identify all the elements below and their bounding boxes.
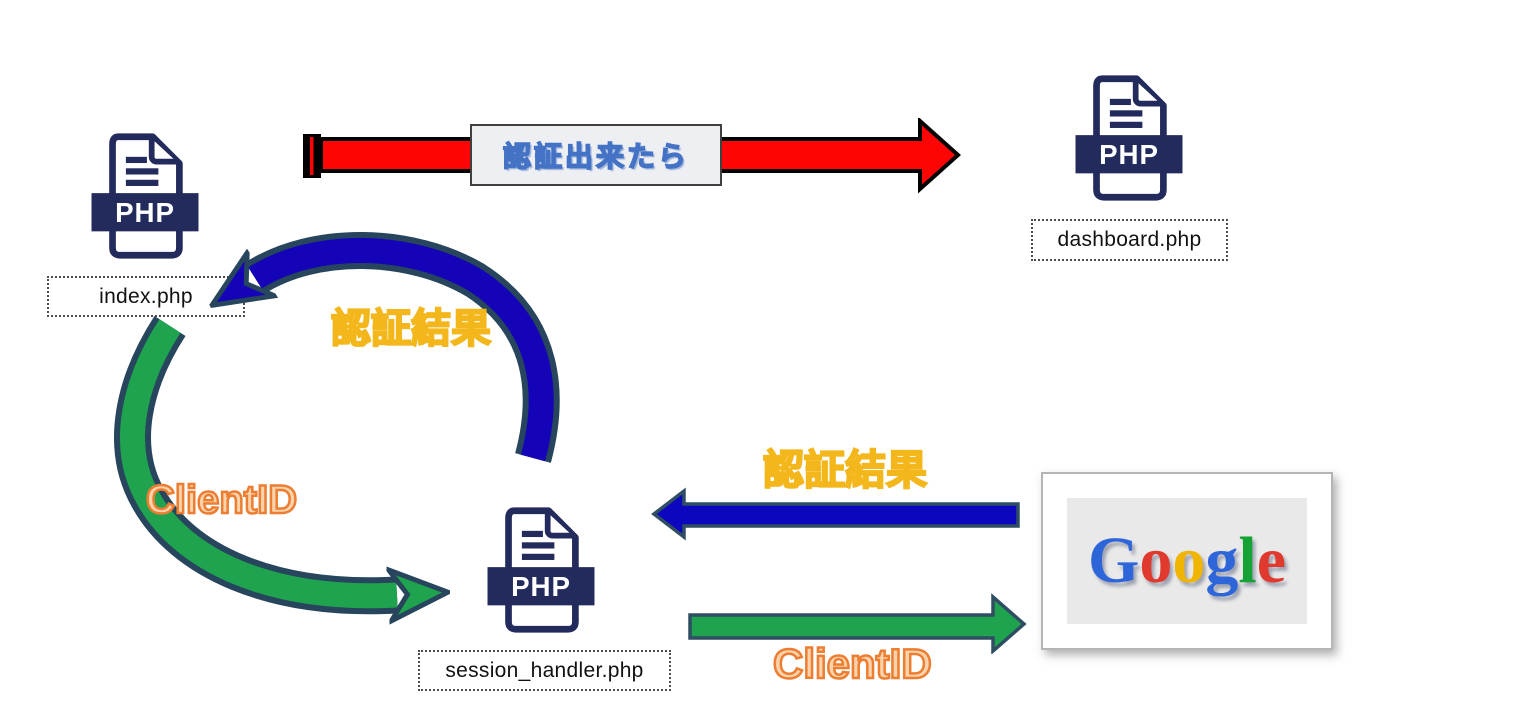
google-letter: o [1139, 524, 1173, 597]
php-file-icon-index: PHP [90, 132, 200, 260]
curved-arrow-auth-result [255, 232, 560, 463]
label-auth-result-internal: 認証結果 [330, 306, 492, 352]
google-letter: l [1238, 524, 1257, 597]
php-icon-text: PHP [115, 197, 175, 228]
google-node: Google [1041, 472, 1333, 650]
label-client-id-internal: ClientID [145, 477, 299, 524]
google-letter: o [1172, 524, 1206, 597]
google-letter: G [1088, 524, 1140, 597]
blue-arrow-auth-result-google [651, 487, 1020, 541]
php-icon-text: PHP [1099, 139, 1159, 170]
php-icon-text: PHP [511, 571, 571, 602]
file-label-index: index.php [47, 276, 245, 317]
label-client-id-google: ClientID [772, 639, 933, 689]
file-label-session-handler: session_handler.php [418, 650, 671, 691]
curved-arrow-client-id [114, 315, 397, 596]
google-letter: g [1205, 524, 1239, 597]
google-logo-panel: Google [1067, 498, 1307, 624]
caption-auth-success: 認証出来たら [470, 124, 722, 186]
file-label-dashboard: dashboard.php [1031, 219, 1228, 261]
green-arrow-client-id-google [688, 593, 1027, 654]
google-letter: e [1256, 524, 1286, 597]
php-file-icon-dashboard: PHP [1074, 74, 1184, 202]
label-auth-result-google: 認証結果 [762, 446, 928, 494]
php-file-icon-session-handler: PHP [486, 506, 596, 634]
curved-arrows-layer [114, 232, 560, 650]
google-logo: Google [1088, 528, 1286, 594]
